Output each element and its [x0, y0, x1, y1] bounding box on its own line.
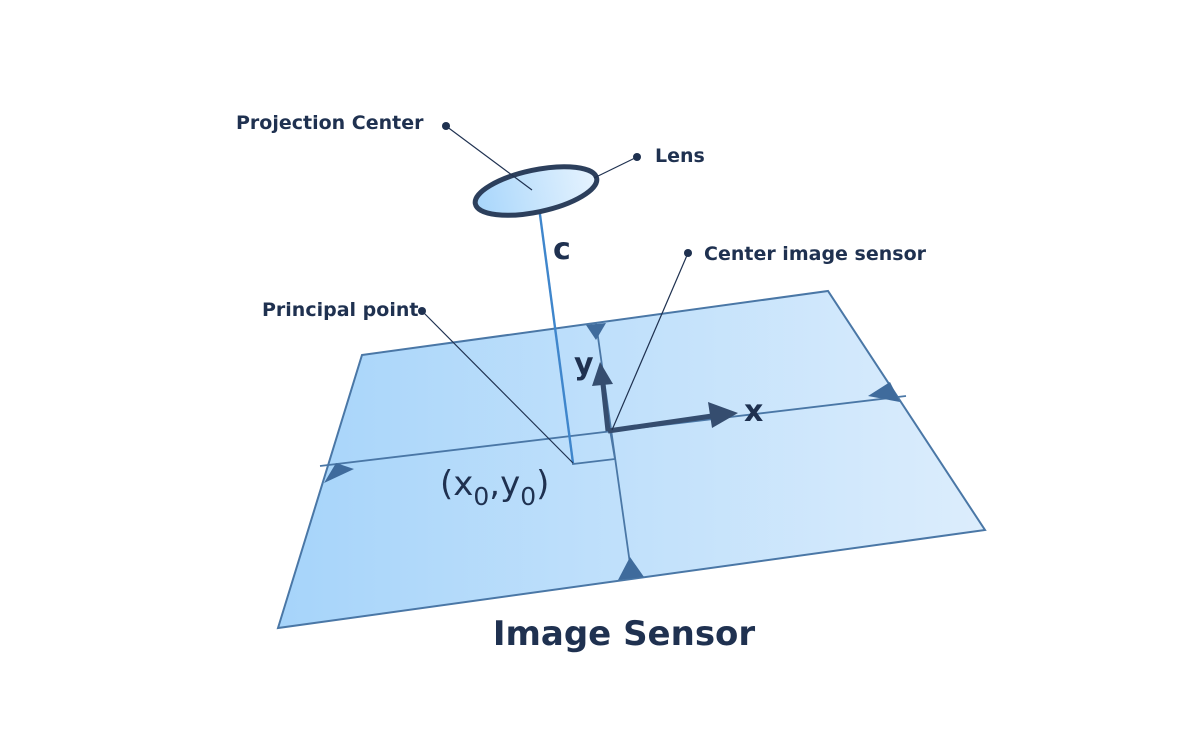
projection-center-dot	[442, 122, 450, 130]
principal-point-leader	[421, 310, 574, 464]
principal-point-coordinate: (x0,y0)	[440, 464, 549, 511]
lens-label: Lens	[655, 145, 705, 167]
focal-length-line	[535, 191, 575, 464]
diagram-title: Image Sensor	[493, 614, 756, 654]
focal-length-label: c	[553, 232, 571, 267]
center-image-sensor-leader	[611, 252, 689, 431]
y-axis-arrowhead	[592, 362, 613, 386]
x-axis-arrowhead	[708, 402, 738, 428]
lens-dot	[633, 153, 641, 161]
image-sensor-plane	[276, 289, 987, 630]
lens-ellipse	[472, 164, 600, 218]
y-axis-arrow	[600, 383, 611, 432]
x-axis-label: x	[744, 394, 763, 429]
principal-point-dot	[418, 307, 426, 315]
center-image-sensor-dot	[684, 249, 692, 257]
principal-point-label: Principal point	[262, 299, 418, 321]
sensor-edge-marker-bottom	[618, 557, 644, 580]
y-axis-label: y	[574, 347, 594, 382]
x-axis-arrow	[607, 413, 713, 434]
sensor-edge-marker-left	[324, 463, 354, 483]
sensor-edge-marker-top	[586, 323, 606, 340]
sensor-edge-marker-right	[868, 382, 900, 402]
projection-center-leader	[445, 125, 533, 191]
center-image-sensor-label: Center image sensor	[704, 243, 927, 265]
projection-center-label: Projection Center	[236, 112, 424, 134]
lens-leader	[593, 156, 638, 179]
